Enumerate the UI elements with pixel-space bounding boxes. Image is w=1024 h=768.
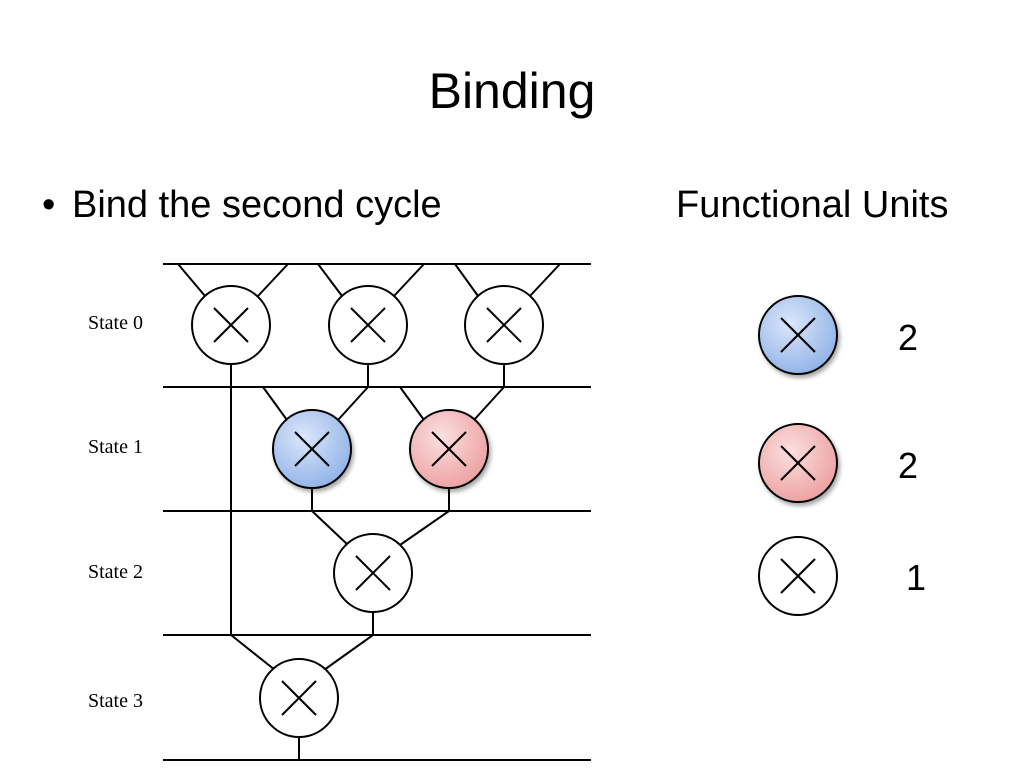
- fu-red-multiplier-icon: [758, 423, 838, 503]
- edge: [311, 510, 349, 546]
- edge: [454, 263, 479, 297]
- edge: [393, 263, 425, 297]
- edge: [473, 386, 505, 421]
- edge: [337, 386, 369, 421]
- fu-count-red: 2: [898, 445, 919, 486]
- edge: [399, 386, 425, 421]
- edge: [257, 263, 289, 297]
- edge: [177, 263, 206, 297]
- state-label-2: State 2: [88, 561, 143, 583]
- edge: [262, 386, 288, 421]
- bullet-marker: •: [42, 184, 56, 226]
- edge: [230, 634, 276, 671]
- bullet-item: • Bind the second cycle: [42, 184, 442, 227]
- edge: [323, 634, 374, 671]
- multiplier-node-s0-c: [464, 285, 544, 365]
- multiplier-node-s1-red: [409, 409, 489, 489]
- fu-count-plain: 1: [906, 557, 927, 598]
- multiplier-node-s0-b: [328, 285, 408, 365]
- edge: [399, 510, 450, 546]
- edge: [529, 263, 561, 297]
- fu-blue-multiplier-icon: [758, 295, 838, 375]
- multiplier-node-s0-a: [191, 285, 271, 365]
- state-label-0: State 0: [88, 312, 143, 334]
- functional-units-heading: Functional Units: [676, 184, 949, 226]
- multiplier-node-s3: [259, 658, 339, 738]
- state-label-1: State 1: [88, 436, 143, 458]
- fu-count-blue: 2: [898, 317, 919, 358]
- multiplier-node-s2: [333, 533, 413, 613]
- fu-plain-multiplier-icon: [758, 536, 838, 616]
- slide-title: Binding: [428, 63, 596, 119]
- bullet-text: Bind the second cycle: [72, 184, 442, 226]
- multiplier-node-s1-blue: [272, 409, 352, 489]
- state-label-3: State 3: [88, 690, 143, 712]
- edge: [317, 263, 343, 297]
